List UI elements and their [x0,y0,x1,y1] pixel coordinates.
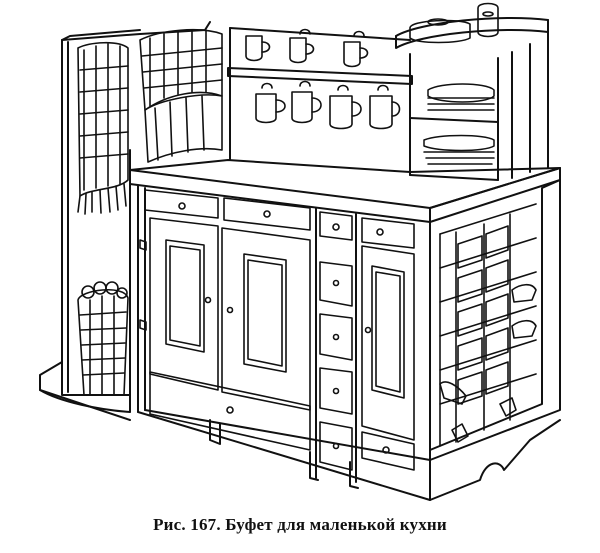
narrow-drawers [319,261,353,471]
bottom-drawers [149,371,415,471]
stacked-plates [423,83,495,165]
left-base-shelf [39,361,131,421]
right-plate-shelf [395,16,549,181]
wicker-basket [77,281,129,396]
cabinet-doors [139,217,415,441]
top-drawers [144,189,415,249]
plinth [209,419,359,489]
bottle-rack [429,167,561,501]
countertop [129,159,561,223]
back-wall [227,27,413,161]
cabinet-front [137,185,431,501]
mug-hooks [245,28,401,130]
figure-caption: Рис. 167. Буфет для маленькой кухни [153,515,447,534]
pots-on-top [409,2,499,44]
plaid-cloth-rail [139,28,223,163]
plaid-towel [77,41,129,215]
rack-grid [439,203,537,447]
